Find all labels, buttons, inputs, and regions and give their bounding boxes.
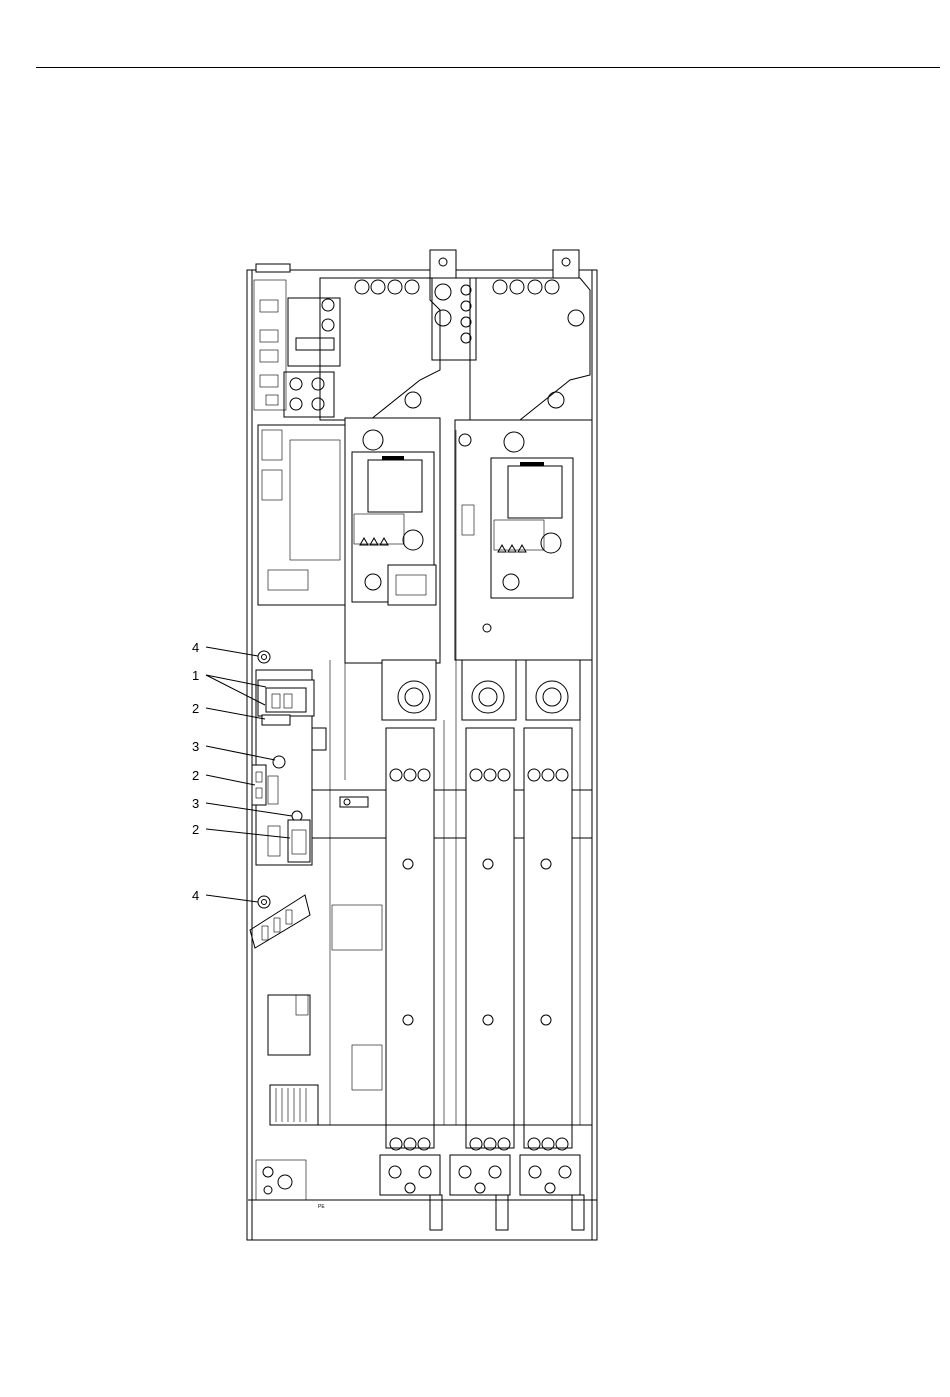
lift-bracket-left	[430, 250, 456, 278]
power-module-2	[455, 420, 592, 660]
phase-lug-2	[462, 660, 516, 720]
callout-1: 1	[192, 668, 199, 683]
callout-2-lower: 2	[192, 822, 199, 837]
callout-4-top: 4	[192, 640, 199, 655]
callout-4-bottom: 4	[192, 888, 199, 903]
lift-bracket-right	[553, 250, 579, 278]
callout-3-upper: 3	[192, 739, 199, 754]
callout-2-upper: 2	[192, 701, 199, 716]
phase-lug-1	[382, 660, 436, 720]
output-busbar-1	[386, 728, 434, 1150]
pe-label: PE	[318, 1204, 325, 1210]
output-busbar-3	[524, 728, 572, 1150]
phase-lug-3	[526, 660, 580, 720]
top-tab-left	[256, 264, 290, 272]
power-module-1	[345, 418, 440, 663]
callout-2-middle: 2	[192, 768, 199, 783]
output-busbar-2	[466, 728, 514, 1150]
callout-3-lower: 3	[192, 796, 199, 811]
